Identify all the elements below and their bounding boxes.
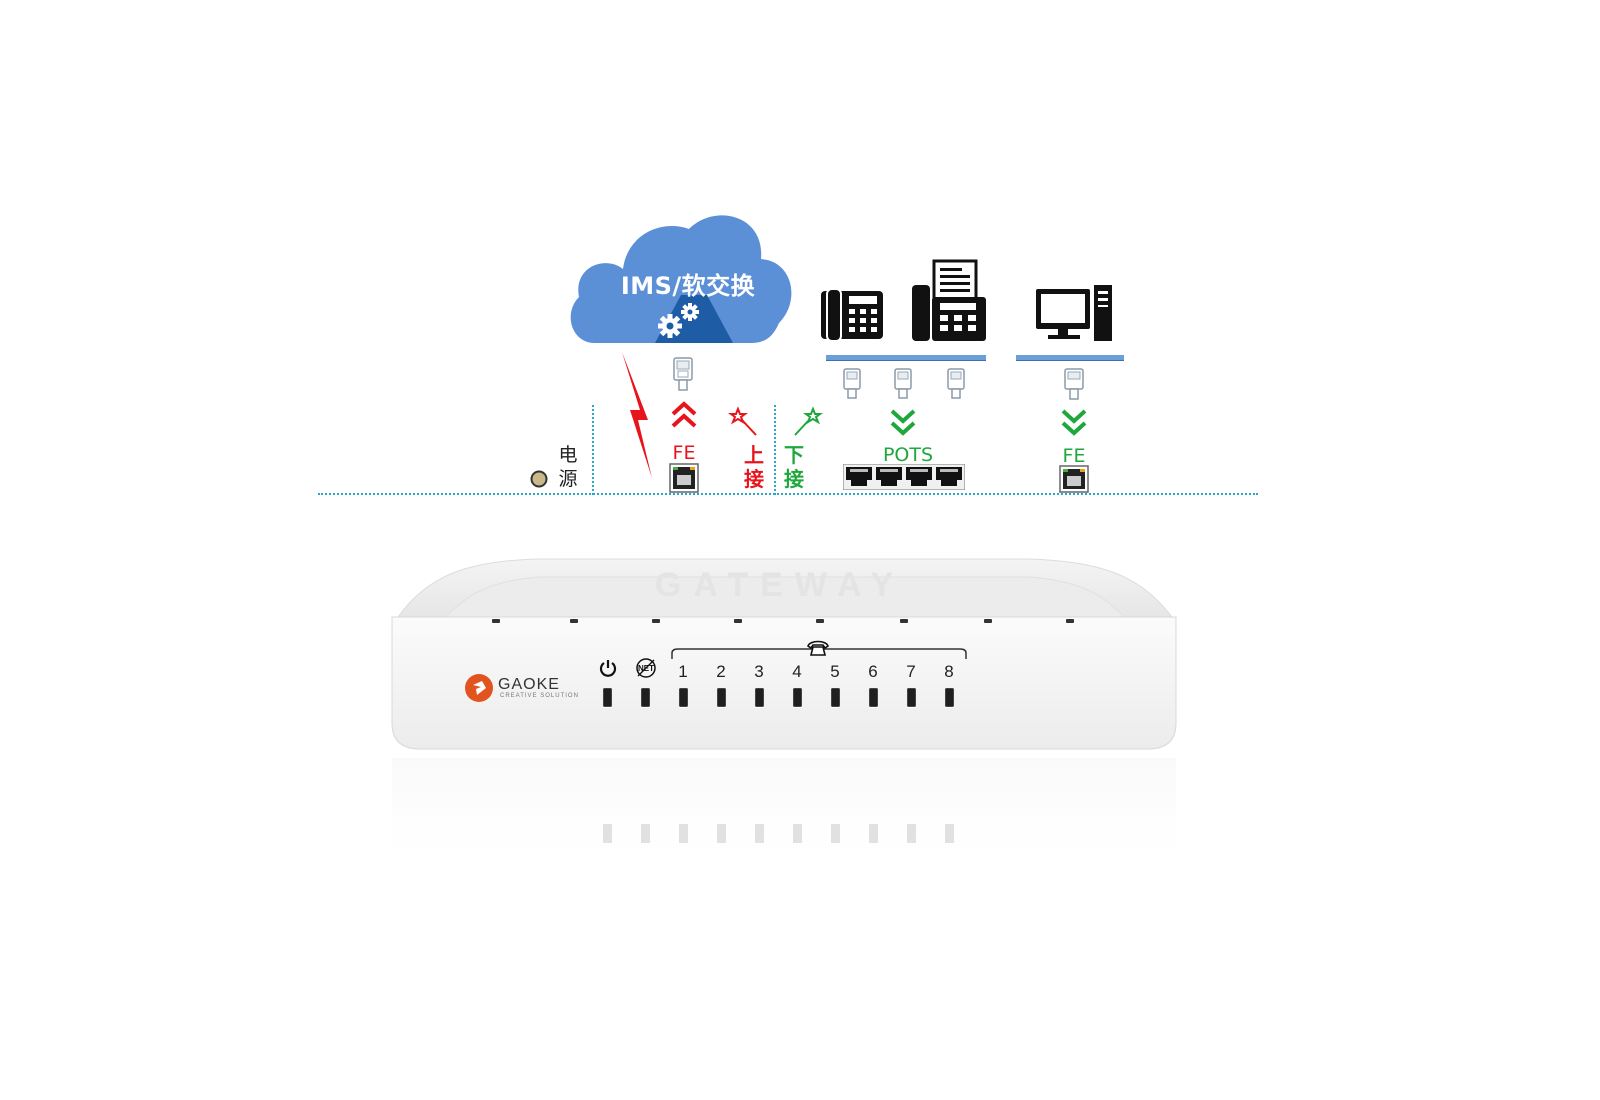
power-label-line1: 电 [558, 444, 578, 466]
brand-tagline: CREATIVE SOLUTION [500, 693, 579, 699]
net-led [641, 688, 650, 707]
uplink-label-1: 上 [744, 443, 764, 467]
device-reflection [392, 758, 1176, 872]
pots-connection-bar [826, 355, 986, 361]
brand-name: GAOKE [498, 676, 560, 693]
double-down-arrow-icon [1061, 409, 1087, 436]
port-led-3 [755, 688, 764, 707]
port-led-6 [869, 688, 878, 707]
rj45-plug-icon [673, 357, 693, 391]
fax-machine-icon [912, 259, 986, 341]
led-number-5: 5 [830, 662, 840, 681]
power-led [603, 688, 612, 707]
port-led-4 [793, 688, 802, 707]
downlink-fe-port-icon [1059, 465, 1089, 493]
rj11-plug-icon [947, 368, 965, 399]
uplink-fe-port-icon [669, 463, 699, 493]
power-symbol-icon [599, 660, 617, 677]
downlink-label-1: 下 [784, 443, 804, 467]
pots-label: POTS [882, 444, 934, 466]
port-led-5 [831, 688, 840, 707]
magic-wand-icon-downlink [794, 406, 823, 436]
rj11-plug-icon [894, 368, 912, 399]
power-led-icon [530, 470, 548, 488]
cloud-title: IMS/软交换 [620, 272, 756, 300]
baseline-dotted-line [318, 493, 1258, 495]
desk-phone-icon [821, 289, 883, 341]
downlink-label-2: 接 [784, 467, 804, 491]
port-led-7 [907, 688, 916, 707]
led-number-2: 2 [716, 662, 726, 681]
led-number-3: 3 [754, 662, 764, 681]
uplink-label-2: 接 [744, 467, 764, 491]
power-label-line2: 源 [558, 468, 578, 490]
led-number-4: 4 [792, 662, 802, 681]
double-up-arrow-icon [671, 401, 697, 428]
port-led-1 [679, 688, 688, 707]
rj45-plug-icon [1064, 368, 1084, 400]
gears-icon [658, 303, 699, 338]
port-led-2 [717, 688, 726, 707]
svg-text:NET: NET [638, 664, 654, 673]
device-body [391, 558, 1177, 750]
port-led-8 [945, 688, 954, 707]
led-number-8: 8 [944, 662, 954, 681]
downlink-fe-label: FE [1062, 445, 1086, 467]
fe-connection-bar [1016, 355, 1124, 361]
led-number-7: 7 [906, 662, 916, 681]
gaoke-logo-icon [465, 674, 493, 702]
separator-left [592, 405, 594, 495]
top-engraving: GATEWAY [654, 566, 906, 604]
net-icon: NET [636, 658, 656, 678]
desktop-computer-icon [1036, 285, 1112, 341]
led-number-6: 6 [868, 662, 878, 681]
lightning-bolt-icon [622, 352, 652, 478]
rj11-plug-icon [843, 368, 861, 399]
led-number-1: 1 [678, 662, 688, 681]
magic-wand-icon-uplink [728, 406, 757, 436]
separator-middle [774, 405, 776, 495]
pots-ports-icon [843, 464, 965, 490]
phone-handset-icon [807, 640, 829, 656]
double-down-arrow-icon [890, 409, 916, 436]
uplink-fe-label: FE [672, 442, 696, 464]
